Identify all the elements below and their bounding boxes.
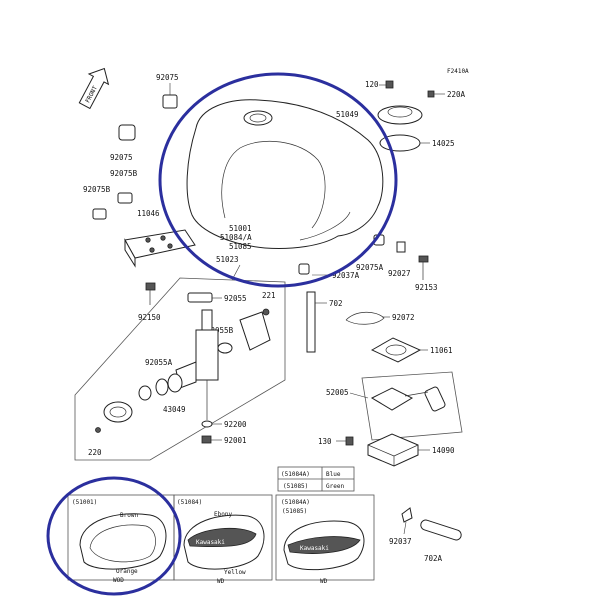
- gasket-11061: [370, 337, 422, 363]
- part-label: 92072: [392, 313, 415, 322]
- gasket-92055: [187, 292, 213, 303]
- fuel-sender-52005: [370, 387, 414, 411]
- color-table: (51084A) Blue (51085) Green: [277, 466, 355, 492]
- part-label: 220A: [447, 90, 466, 99]
- part-label: 51085: [229, 242, 252, 251]
- variant-panel-51084A: (51084A) (51085) Kawasaki WD: [275, 494, 375, 585]
- table-code: (51084A): [281, 471, 310, 478]
- variant-panel-51001: (51001) Brown Orange WOD: [67, 494, 175, 584]
- part-label: 92055B: [206, 326, 234, 335]
- cushion-92075B-left: [92, 208, 107, 220]
- variant-color-bottom: Orange: [116, 568, 138, 575]
- variant-tag: WOD: [113, 577, 124, 584]
- hose-702: [306, 291, 316, 353]
- cushion-92075-left: [118, 124, 136, 141]
- front-arrow-icon: FRONT: [78, 67, 110, 110]
- part-label: 702: [329, 299, 343, 308]
- cover-14090: [367, 433, 419, 467]
- part-label: 92055A: [145, 358, 173, 367]
- screw-220: [95, 427, 101, 433]
- part-label: 43049: [163, 405, 186, 414]
- part-label: 702A: [424, 554, 443, 563]
- clip-92037: [401, 507, 413, 523]
- part-label: 52005: [326, 388, 349, 397]
- variant-code: (51084A): [281, 499, 310, 506]
- part-label: 51084/A: [220, 233, 252, 242]
- highlight-fuel-tank: [158, 72, 398, 288]
- part-label: 14090: [432, 446, 455, 455]
- lever-43049: [167, 373, 183, 393]
- variant-tag: WD: [217, 578, 225, 585]
- petcock-assembly-frame: [74, 277, 286, 461]
- table-color: Green: [326, 483, 344, 490]
- variant-tag: WD: [320, 578, 328, 585]
- part-label: 92075: [110, 153, 133, 162]
- hose-702A: [420, 519, 462, 541]
- part-label: 51049: [336, 110, 359, 119]
- petcock-cover: [239, 311, 271, 351]
- part-label: 92027: [388, 269, 411, 278]
- brand-text: Kawasaki: [300, 545, 329, 552]
- part-label: 92075B: [110, 169, 138, 178]
- part-label: 92037: [389, 537, 412, 546]
- screw-221: [262, 308, 270, 316]
- variant-color-top: Ebony: [214, 511, 232, 518]
- variant-code: (51084): [177, 499, 202, 506]
- part-label: 51001: [229, 224, 252, 233]
- petcock-knob: [103, 401, 133, 423]
- table-color: Blue: [326, 471, 341, 478]
- variant-panel-51084: (51084) Ebony Yellow WD Kawasaki: [173, 494, 273, 585]
- part-label: 92075: [156, 73, 179, 82]
- part-label: 11046: [137, 209, 160, 218]
- variant-color-top: Brown: [120, 512, 138, 519]
- fuel-tank: [186, 99, 384, 249]
- table-code: (51085): [283, 483, 308, 490]
- collar-92027: [396, 241, 406, 253]
- o-ring-92055A: [155, 378, 169, 396]
- variant-color-bottom: Yellow: [224, 569, 246, 576]
- part-label: 11061: [430, 346, 453, 355]
- o-ring-92055B: [217, 342, 233, 354]
- bolt-92153: [418, 255, 429, 263]
- part-label: 92055: [224, 294, 247, 303]
- cushion-92075B-right: [117, 192, 133, 204]
- bolt-130: [345, 436, 354, 446]
- highlight-variant-51001: [46, 476, 182, 596]
- variant-code: (51001): [72, 499, 97, 506]
- bolt-120: [385, 80, 394, 89]
- part-label: 14025: [432, 139, 455, 148]
- part-label: 92001: [224, 436, 247, 445]
- part-label: 92150: [138, 313, 161, 322]
- clip-92037A: [298, 263, 310, 275]
- fuel-cap-51049: [377, 105, 423, 125]
- part-label: 92037A: [332, 271, 360, 280]
- sender-frame: [361, 371, 463, 441]
- figure-code: F2410A: [447, 68, 469, 75]
- bolt-92001: [201, 435, 212, 444]
- part-label: 92075B: [83, 185, 111, 194]
- cushion-92075-top: [162, 94, 178, 109]
- part-label: 51023: [216, 255, 239, 264]
- part-label: 92200: [224, 420, 247, 429]
- variant-code: (51085): [282, 508, 307, 515]
- part-label: 92153: [415, 283, 438, 292]
- clamp-92072: [345, 311, 385, 325]
- part-label: 130: [318, 437, 332, 446]
- part-label: 120: [365, 80, 379, 89]
- part-label: 92075A: [356, 263, 384, 272]
- filler-neck: [243, 110, 273, 126]
- bolt-220A: [427, 90, 435, 98]
- fuel-petcock: [195, 329, 219, 381]
- part-label: 221: [262, 291, 276, 300]
- part-label: 220: [88, 448, 102, 457]
- washer-92200: [201, 420, 213, 428]
- brand-text: Kawasaki: [196, 539, 225, 546]
